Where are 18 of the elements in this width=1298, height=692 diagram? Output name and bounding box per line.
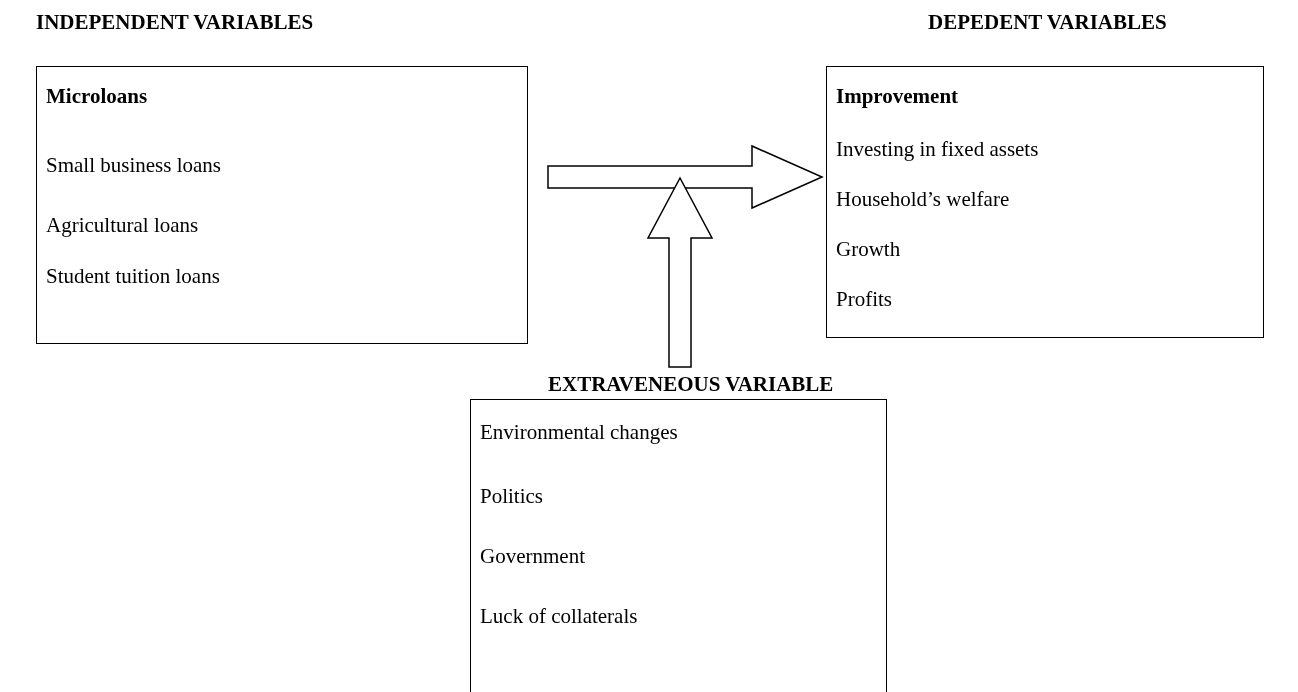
list-item: Household’s welfare [836, 187, 1010, 213]
list-item: Politics [480, 484, 543, 510]
list-item: Environmental changes [480, 420, 678, 446]
list-item: Government [480, 544, 585, 570]
list-item: Student tuition loans [46, 264, 220, 290]
group-heading: DEPEDENT VARIABLES [928, 10, 1167, 36]
block-arrow [646, 176, 714, 368]
list-heading: Improvement [836, 84, 959, 110]
list-item: Investing in fixed assets [836, 137, 1039, 163]
list-item: Profits [836, 287, 892, 313]
list-item: Small business loans [46, 153, 221, 179]
group-heading: EXTRAVENEOUS VARIABLE [548, 372, 834, 398]
list-item: Luck of collaterals [480, 604, 638, 630]
list-item: Growth [836, 237, 901, 263]
list-heading: Microloans [46, 84, 148, 110]
block-arrow [547, 144, 824, 210]
group-heading: INDEPENDENT VARIABLES [36, 10, 314, 36]
list-item: Agricultural loans [46, 213, 199, 239]
